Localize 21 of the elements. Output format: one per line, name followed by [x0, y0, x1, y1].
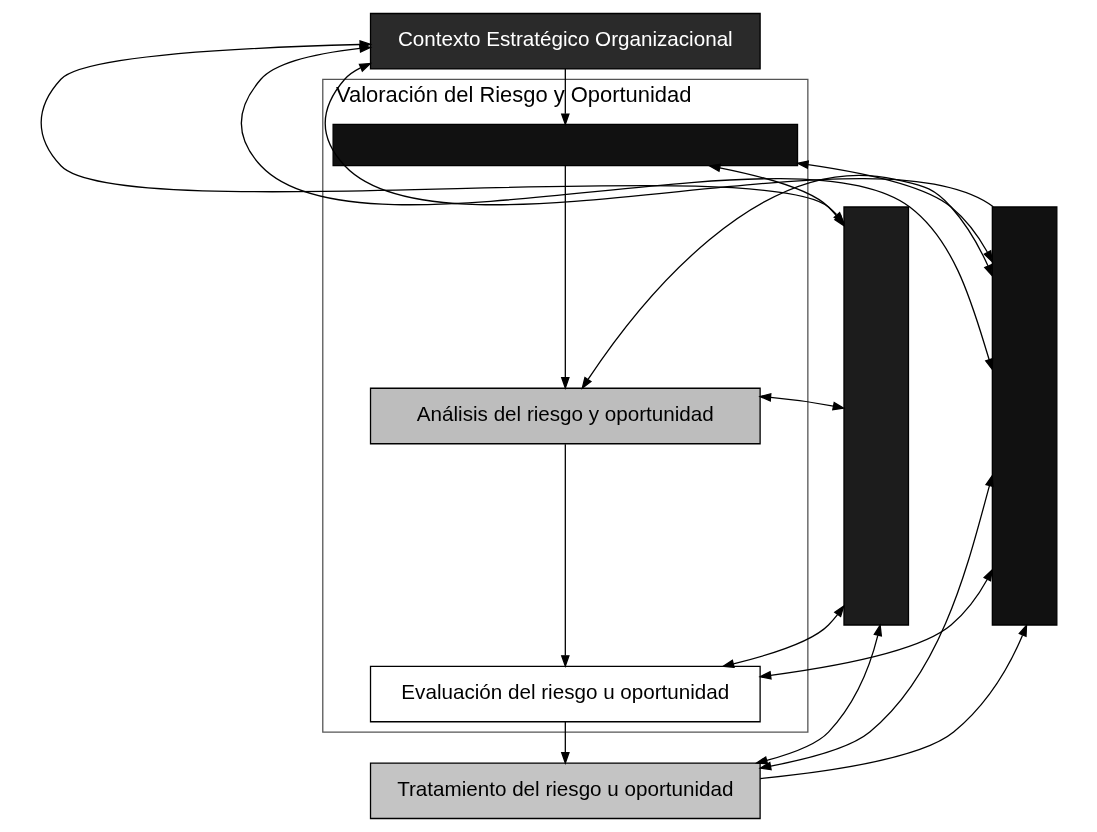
node-box: Análisis del riesgo y oportunidad: [369, 387, 761, 445]
arrow: [720, 604, 845, 669]
arrow: [324, 62, 994, 208]
node-box: Contexto Estratégico Organizacional: [369, 12, 761, 70]
arrow: [560, 68, 570, 127]
arrow: [757, 392, 845, 411]
node-box: Evaluación del riesgo u oportunidad: [369, 665, 761, 723]
arrow: [240, 44, 993, 372]
arrow: [757, 473, 994, 771]
arrow: [560, 443, 570, 669]
arrow: [754, 623, 882, 765]
arrow: [757, 568, 993, 680]
node-bar: [991, 206, 1057, 626]
arrow: [560, 721, 570, 765]
arrow: [795, 160, 993, 264]
arrow: [580, 174, 993, 390]
arrow: [560, 165, 570, 390]
arrow: [759, 623, 1027, 780]
node-bar: [842, 206, 909, 626]
node-box: Tratamiento del riesgo u oportunidad: [369, 762, 761, 820]
node-box: [331, 123, 798, 167]
